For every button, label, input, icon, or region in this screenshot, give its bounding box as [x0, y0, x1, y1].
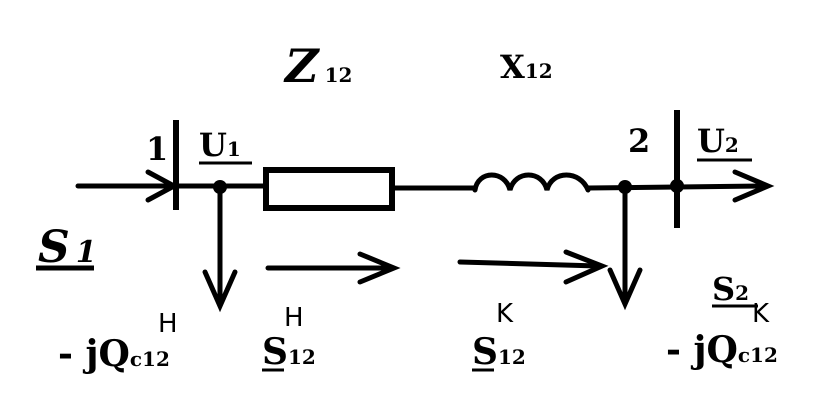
resistor-element [263, 167, 395, 211]
s12-start-label: S12 [262, 331, 316, 373]
s12-end-sup: K [496, 299, 514, 329]
s12-start-sup: H [284, 303, 304, 333]
inductor-element [472, 172, 591, 193]
qc-start-sup: H [158, 309, 178, 339]
s12-end-label: S12 [472, 331, 526, 373]
s2-label: S2 [712, 270, 749, 308]
qc-end-label: - jQc12 [666, 329, 778, 371]
junction-left [213, 180, 227, 194]
qc-end-sup: K [752, 299, 770, 329]
flow-arrow-start-head [357, 251, 401, 285]
flow-arrow-end [457, 259, 601, 269]
shunt-right-arrowhead [607, 267, 643, 311]
junction-bus2 [670, 179, 684, 193]
node1-label: 1 [146, 130, 168, 168]
output-arrowhead [732, 169, 775, 203]
flow-arrow-end-head [563, 249, 609, 285]
reactance-label: X12 [500, 48, 553, 86]
shunt-left-arrowhead [202, 269, 238, 313]
u2-label: U2 [697, 122, 739, 160]
u1-label: U1 [199, 126, 241, 164]
node2-label: 2 [628, 122, 650, 160]
junction-right [618, 180, 632, 194]
qc-start-label: - jQc12 [58, 333, 170, 375]
